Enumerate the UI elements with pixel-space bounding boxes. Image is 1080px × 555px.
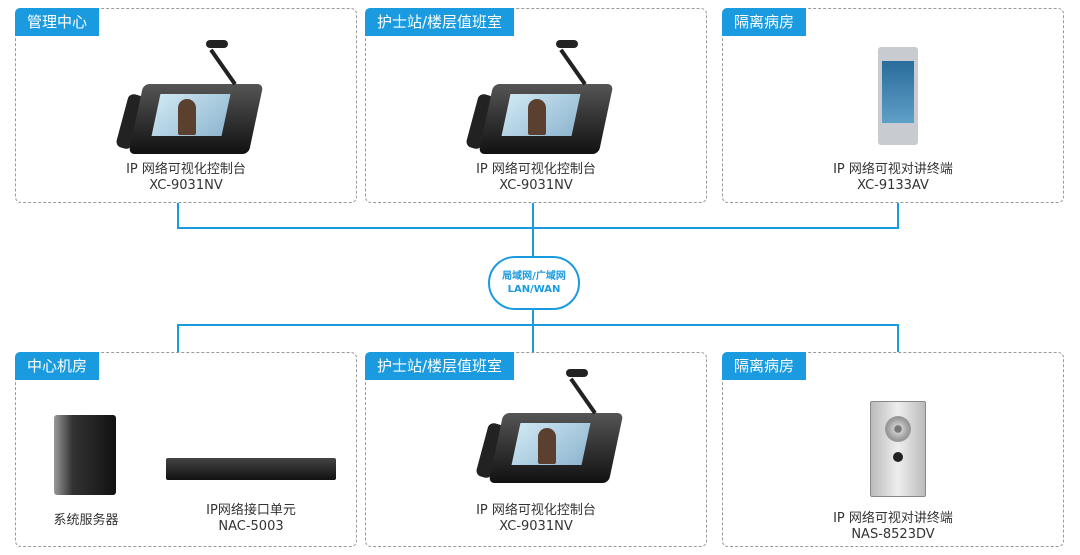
link-bottom-mid	[532, 308, 534, 352]
zone-label: 管理中心	[15, 8, 100, 36]
link-bottom-right	[897, 324, 899, 352]
zone-label: 隔离病房	[722, 8, 807, 36]
rack-unit-icon	[166, 458, 336, 480]
zone-label: 护士站/楼层值班室	[365, 352, 515, 380]
zone-label: 隔离病房	[722, 352, 807, 380]
device-name: IP 网络可视对讲终端	[833, 511, 953, 526]
device-name: IP 网络可视化控制台	[126, 162, 246, 177]
top-bus	[177, 227, 899, 229]
device-model: XC-9031NV	[499, 519, 573, 534]
zone-label: 中心机房	[15, 352, 100, 380]
bottom-bus	[177, 324, 899, 326]
device-model: NAC-5003	[218, 519, 284, 534]
device-model: XC-9133AV	[857, 178, 929, 193]
device-model: XC-9031NV	[149, 178, 223, 193]
device-name: 系统服务器	[53, 513, 119, 528]
tower-server-icon	[54, 415, 116, 495]
device-name: IP 网络可视化控制台	[476, 503, 596, 518]
device-model: XC-9031NV	[499, 178, 573, 193]
device-name: IP 网络可视化控制台	[476, 162, 596, 177]
device-name: IP网络接口单元	[206, 503, 296, 518]
network-label-en: LAN/WAN	[507, 284, 561, 295]
device-model: NAS-8523DV	[851, 527, 935, 542]
network-label-cn: 局域网/广域网	[502, 271, 566, 282]
link-top-left	[177, 203, 179, 229]
video-intercom-panel-icon	[878, 47, 918, 145]
network-cloud-icon: 局域网/广域网 LAN/WAN	[488, 256, 580, 310]
link-bottom-left	[177, 324, 179, 352]
link-top-mid	[532, 203, 534, 257]
zone-label: 护士站/楼层值班室	[365, 8, 515, 36]
device-name: IP 网络可视对讲终端	[833, 162, 953, 177]
link-top-right	[897, 203, 899, 229]
intercom-panel-icon	[870, 401, 926, 497]
